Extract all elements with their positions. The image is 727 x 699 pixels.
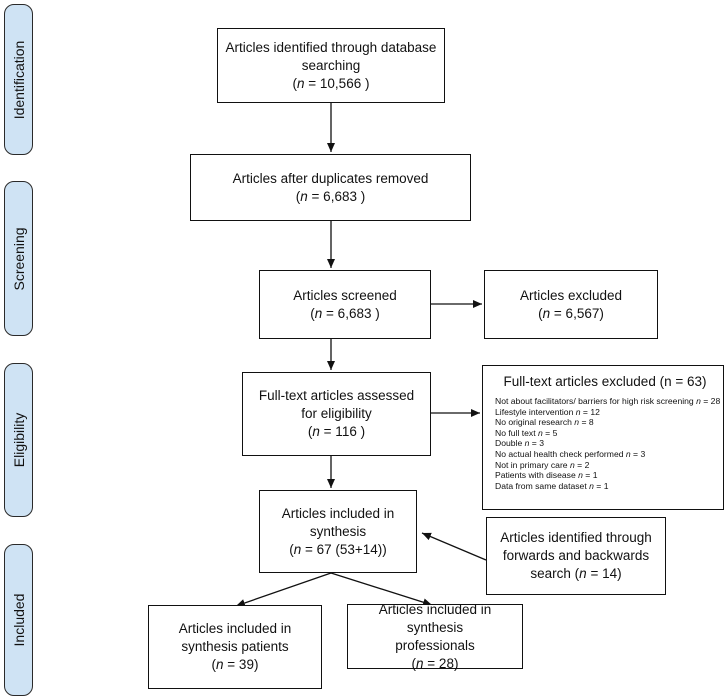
box-count: (n = 6,683 ) (310, 305, 380, 321)
box-line: synthesis patients (181, 639, 289, 654)
box-line: Articles excluded (519, 287, 623, 303)
excluded-reason-item: Not about facilitators/ barriers for hig… (495, 396, 721, 406)
box-line: forwards and backwards (502, 548, 650, 563)
phase-label: Included (10, 593, 27, 647)
phase-screening: Screening (4, 181, 33, 336)
phase-label: Screening (10, 226, 27, 291)
box-screened: Articles screened (n = 6,683 ) (259, 270, 431, 339)
arrow-synthesis-to-patients (235, 572, 332, 607)
box-count: (n = 6,683 ) (295, 188, 366, 204)
box-count: (n = 10,566 ) (292, 75, 370, 91)
box-line: synthesis (309, 523, 367, 539)
excluded-reason-item: Not in primary care n = 2 (495, 459, 590, 470)
box-count: (n = 67 (53+14)) (289, 541, 387, 557)
excluded-reason-item: Lifestyle intervention n = 12 (495, 406, 600, 417)
box-synthesis-patients: Articles included in synthesis patients … (148, 605, 322, 689)
excluded-reason-item: No original research n = 8 (495, 417, 594, 428)
box-identified: Articles identified through database sea… (217, 28, 445, 103)
box-line: for eligibility (301, 406, 372, 421)
box-line: searching (301, 57, 361, 73)
phase-label: Eligibility (10, 412, 27, 468)
excluded-reason-item: Double n = 3 (495, 438, 544, 449)
box-line: Articles included in (281, 505, 395, 521)
box-line: Full-text articles assessed (258, 388, 415, 403)
excluded-title: Full-text articles excluded (n = 63) (503, 374, 707, 389)
box-fulltext-assessed: Full-text articles assessed for eligibil… (242, 372, 431, 456)
arrow-synthesis-to-professionals (330, 572, 433, 607)
excluded-reason-item: Data from same dataset n = 1 (495, 480, 609, 491)
box-count: (n = 6,567) (538, 305, 604, 321)
box-excluded: Articles excluded (n = 6,567) (484, 270, 658, 339)
box-line: Articles included in (178, 621, 292, 636)
box-count: (n = 39) (211, 657, 259, 672)
excluded-reasons-list: Not about facilitators/ barriers for hig… (495, 396, 721, 491)
box-after-duplicates: Articles after duplicates removed (n = 6… (190, 154, 471, 221)
box-line: Articles after duplicates removed (232, 170, 429, 186)
box-line: Articles screened (293, 287, 397, 303)
phase-included: Included (4, 544, 33, 696)
box-line: Articles identified through (500, 530, 652, 545)
box-included-synthesis: Articles included in synthesis (n = 67 (… (259, 490, 417, 573)
box-fulltext-excluded: Full-text articles excluded (n = 63) Not… (482, 365, 724, 510)
phase-identification: Identification (4, 4, 33, 155)
box-line: professionals (395, 637, 475, 653)
excluded-reason-item: No full text n = 5 (495, 427, 558, 438)
box-line: Articles included in synthesis (378, 601, 492, 635)
box-line: Articles identified through database (225, 39, 437, 55)
excluded-reason-item: No actual health check performed n = 3 (495, 448, 646, 459)
box-synthesis-professionals: Articles included in synthesis professio… (347, 601, 523, 671)
box-forwards-backwards: Articles identified through forwards and… (486, 517, 666, 595)
phase-label: Identification (10, 40, 27, 119)
phase-eligibility: Eligibility (4, 363, 33, 517)
box-count: (n = 28) (411, 655, 459, 671)
arrow-forwards-to-synthesis (421, 532, 487, 561)
excluded-reason-item: Patients with disease n = 1 (495, 470, 598, 481)
box-count: (n = 116 ) (307, 424, 366, 439)
box-count: search (n = 14) (530, 566, 622, 581)
